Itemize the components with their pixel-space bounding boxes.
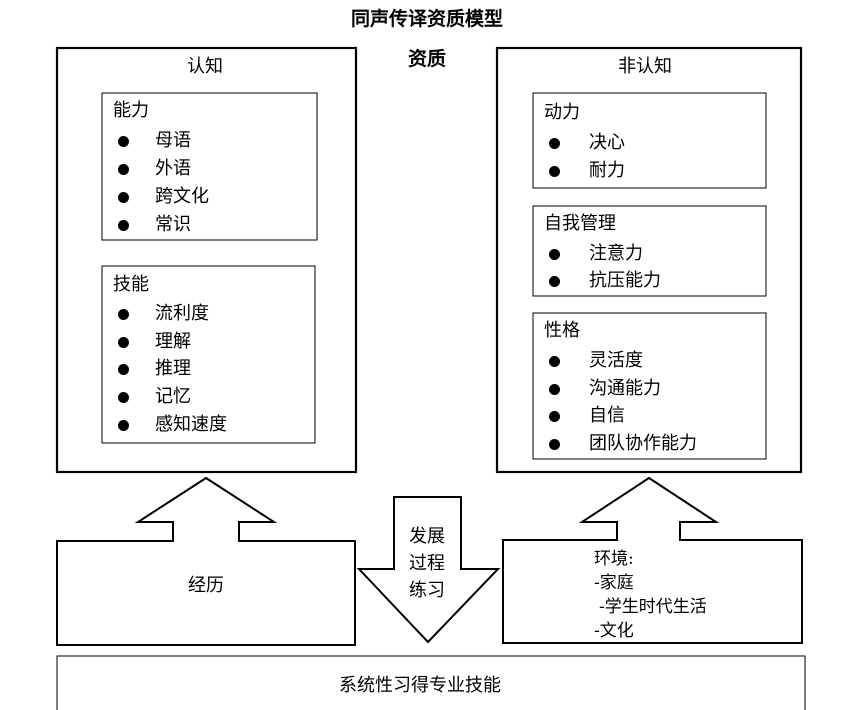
list-item: 灵活度 (589, 350, 643, 371)
list-item: 推理 (155, 358, 191, 379)
list-bullet (549, 249, 560, 260)
development-line-3: 练习 (409, 580, 445, 601)
bottom-base-box (56, 655, 806, 710)
skills-heading: 技能 (113, 274, 149, 295)
list-item: 自信 (589, 405, 625, 426)
personality-box (532, 312, 767, 460)
ability-box (101, 92, 318, 241)
list-bullet (118, 364, 129, 375)
noncognitive-box (495, 46, 803, 474)
development-line-2: 过程 (409, 553, 445, 574)
list-bullet (549, 138, 560, 149)
noncognitive-heading: 非认知 (618, 56, 672, 77)
list-bullet (118, 220, 129, 231)
diagram-title: 同声传译资质模型 (351, 8, 504, 30)
list-item: 耐力 (589, 160, 625, 181)
experience-arrow-shape (56, 476, 356, 646)
environment-item-family: -家庭 (594, 573, 634, 593)
list-item: 抗压能力 (589, 270, 661, 291)
motivation-heading: 动力 (544, 102, 580, 123)
personality-heading: 性格 (544, 320, 580, 341)
ability-heading: 能力 (113, 100, 149, 121)
development-line-1: 发展 (409, 526, 445, 547)
list-item: 注意力 (589, 243, 643, 264)
development-down-arrow (356, 496, 501, 644)
list-bullet (118, 164, 129, 175)
list-bullet (118, 309, 129, 320)
list-bullet (549, 384, 560, 395)
list-bullet (118, 420, 129, 431)
list-bullet (549, 411, 560, 422)
list-item: 感知速度 (155, 414, 227, 435)
list-item: 沟通能力 (589, 378, 661, 399)
list-item: 母语 (155, 130, 191, 151)
list-bullet (118, 337, 129, 348)
cognitive-heading: 认知 (187, 56, 223, 77)
list-item: 流利度 (155, 303, 209, 324)
list-bullet (549, 356, 560, 367)
self-management-box (532, 205, 767, 297)
list-bullet (118, 192, 129, 203)
list-bullet (118, 136, 129, 147)
list-bullet (118, 392, 129, 403)
skills-box (101, 265, 316, 444)
experience-label: 经历 (188, 575, 224, 596)
self-management-heading: 自我管理 (544, 213, 616, 234)
list-item: 理解 (155, 331, 191, 352)
list-item: 跨文化 (155, 186, 209, 207)
list-item: 决心 (589, 132, 625, 153)
environment-arrow-shape (502, 476, 803, 644)
motivation-box (532, 92, 767, 189)
list-item: 团队协作能力 (589, 433, 697, 454)
environment-heading: 环境: (594, 549, 634, 569)
environment-item-school-life: -学生时代生活 (599, 597, 707, 617)
list-item: 常识 (155, 214, 191, 235)
environment-item-culture: -文化 (594, 621, 634, 641)
list-item: 外语 (155, 158, 191, 179)
cognitive-box (55, 46, 358, 474)
list-item: 记忆 (155, 386, 191, 407)
list-bullet (549, 439, 560, 450)
list-bullet (549, 276, 560, 287)
center-label: 资质 (408, 48, 447, 70)
bottom-label: 系统性习得专业技能 (339, 675, 501, 696)
list-bullet (549, 166, 560, 177)
